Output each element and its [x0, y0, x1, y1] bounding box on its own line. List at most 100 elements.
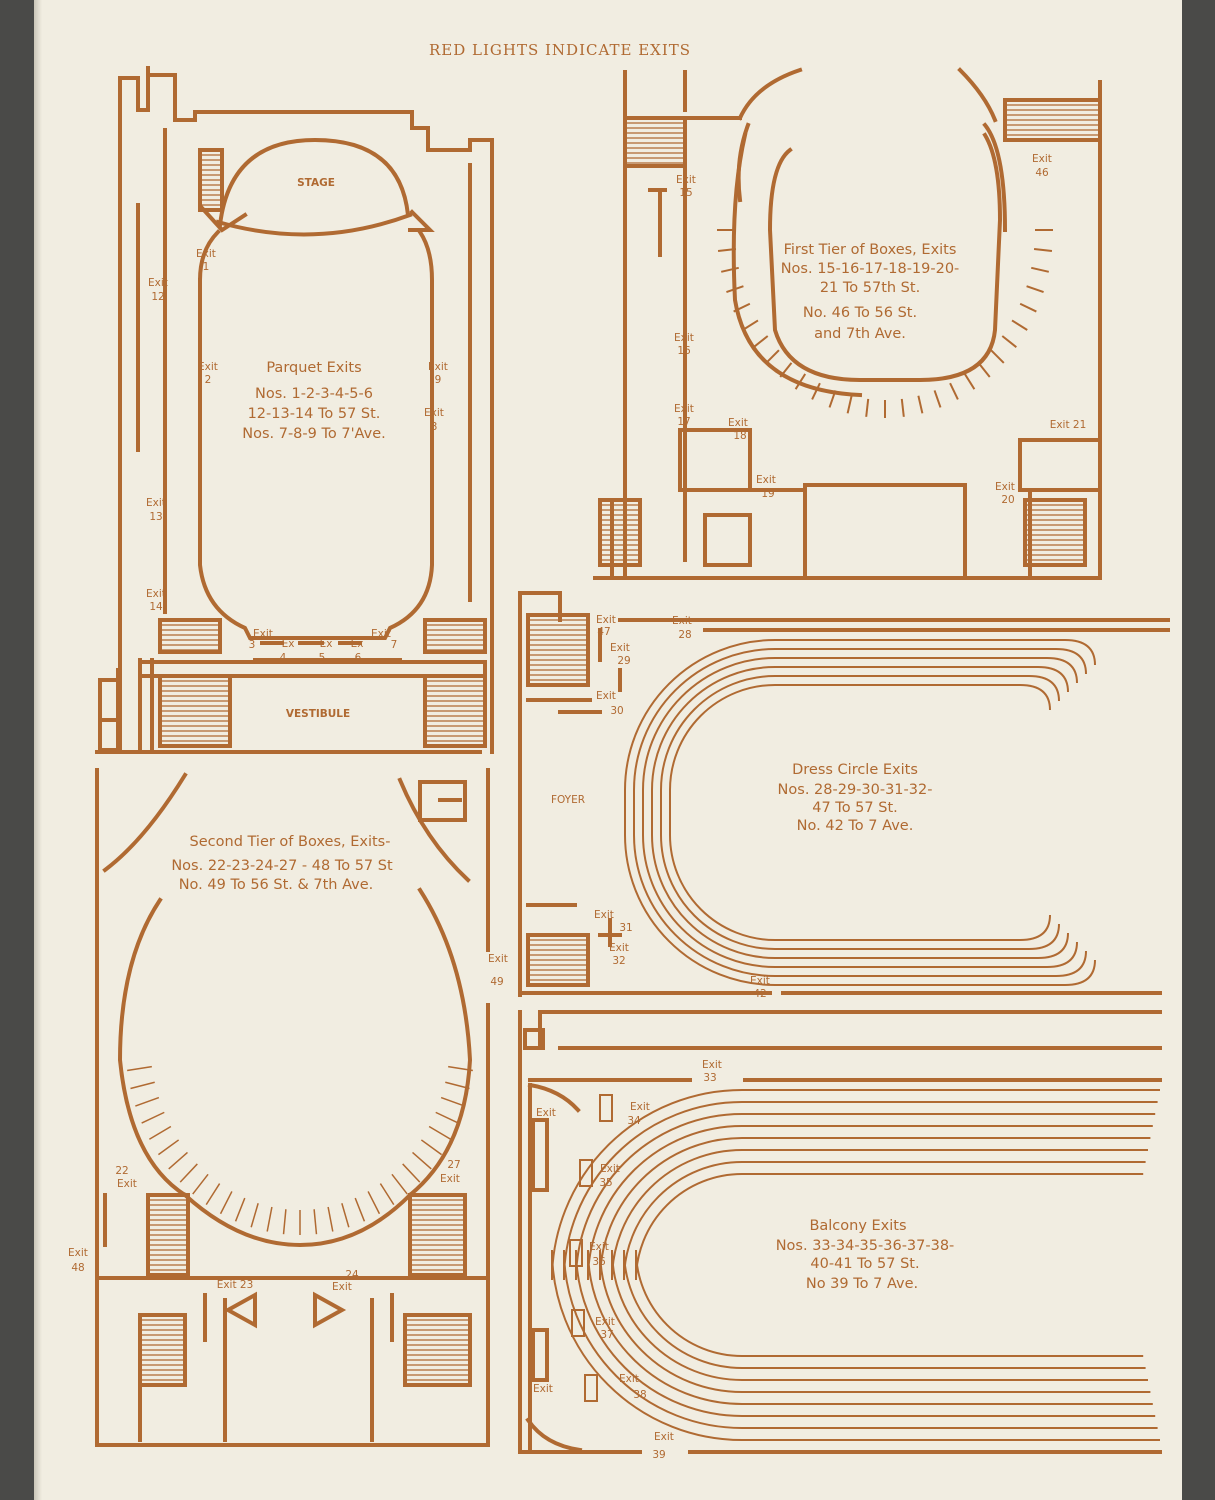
- second-tier-labels: Second Tier of Boxes, Exits- Nos. 22-23-…: [68, 834, 508, 1293]
- exit-31-number: 31: [619, 922, 632, 934]
- exit-34-number: 34: [627, 1115, 641, 1127]
- second-tier-line3: No. 49 To 56 St. & 7th Ave.: [179, 877, 374, 893]
- exit-35-number: 35: [599, 1177, 612, 1189]
- exit-42-number: 42: [753, 988, 766, 1000]
- second-tier-box-divider: [435, 1111, 459, 1124]
- dress-circle-row: [642, 657, 1078, 968]
- exit-36-label: Exit: [589, 1241, 609, 1253]
- second-tier-box-divider: [440, 1096, 465, 1107]
- dress-circle-line4: No. 42 To 7 Ave.: [797, 818, 914, 834]
- exit-5-label: Ex: [320, 638, 333, 650]
- first-tier-box-divider: [917, 395, 924, 414]
- exit-20-number: 20: [1001, 494, 1014, 506]
- exit-18-label: Exit: [728, 417, 748, 429]
- parquet-line2: 12-13-14 To 57 St.: [248, 406, 381, 422]
- first-tier-box-divider: [900, 398, 905, 417]
- exit-46-label: Exit: [1032, 153, 1052, 165]
- first-tier-box-divider: [794, 373, 807, 390]
- balcony-line4: No 39 To 7 Ave.: [806, 1276, 918, 1292]
- first-tier-box-divider: [726, 285, 744, 294]
- exit-17-label: Exit: [674, 403, 694, 415]
- second-tier-box-divider: [412, 1151, 432, 1170]
- balcony-row: [599, 1137, 1151, 1393]
- parquet-line1: Nos. 1-2-3-4-5-6: [255, 386, 373, 402]
- first-tier-line5: and 7th Ave.: [814, 326, 906, 342]
- exit-2-number: 2: [205, 374, 212, 386]
- first-tier-box-divider: [720, 266, 739, 273]
- exit-29-label: Exit: [610, 642, 630, 654]
- exit-39-number: 39: [652, 1449, 665, 1461]
- parquet-labels: STAGE VESTIBULE Parquet Exits Nos. 1-2-3…: [146, 177, 448, 720]
- second-tier-box-divider: [205, 1183, 221, 1206]
- dress-circle-row-end: [1037, 666, 1069, 693]
- exit-14-label: Exit: [146, 588, 166, 600]
- exit-49-number: 49: [490, 976, 503, 988]
- second-tier-box-divider: [420, 1139, 443, 1156]
- exit-46-number: 46: [1035, 167, 1049, 179]
- second-tier-box-divider: [402, 1163, 421, 1183]
- parquet-title: Parquet Exits: [266, 360, 361, 376]
- second-tier-box-divider: [448, 1065, 473, 1072]
- exit-1-number: 1: [203, 261, 210, 273]
- first-tier-box-divider: [1026, 285, 1044, 294]
- dress-circle-row: [624, 639, 1096, 986]
- balcony-row: [611, 1149, 1148, 1381]
- balcony-row: [623, 1161, 1146, 1369]
- first-tier-box-divider: [1031, 266, 1050, 273]
- exit-20-label: Exit: [995, 481, 1015, 493]
- exit-3-label: Exit: [253, 628, 273, 640]
- second-tier-box-divider: [130, 1081, 155, 1090]
- seating-and-stairs-marks: [127, 104, 1160, 1441]
- second-tier-box-divider: [445, 1081, 470, 1090]
- exit-42-label: Exit: [750, 975, 770, 987]
- first-tier-box-divider: [963, 373, 976, 390]
- exit-7-number: 7: [391, 639, 398, 651]
- first-tier-box-divider: [717, 248, 737, 253]
- exit-33-number: 33: [703, 1072, 716, 1084]
- dress-circle-row: [633, 648, 1087, 977]
- first-tier-box-divider: [846, 395, 853, 414]
- second-tier-box-divider: [148, 1125, 172, 1140]
- stage-label: STAGE: [297, 177, 335, 189]
- exit-unnumbered-upper: Exit: [536, 1107, 556, 1119]
- first-tier-box-divider: [865, 398, 870, 417]
- exit-15-number: 15: [679, 187, 692, 199]
- exit-39-label: Exit: [654, 1431, 674, 1443]
- second-tier-line2: Nos. 22-23-24-27 - 48 To 57 St: [171, 858, 393, 874]
- exit-12-number: 12: [151, 291, 164, 303]
- exit-24-number: 24: [345, 1269, 359, 1281]
- exit-6-number: 6: [355, 652, 362, 664]
- balcony-box: [599, 1094, 613, 1122]
- exit-49-label: Exit: [488, 953, 508, 965]
- exit-22-number: 22: [115, 1165, 128, 1177]
- first-tier-box-divider: [733, 302, 751, 313]
- first-tier-box-divider: [753, 335, 769, 348]
- exit-16-label: Exit: [674, 332, 694, 344]
- dress-circle-line1: Dress Circle Exits: [792, 762, 918, 778]
- balcony-row: [563, 1101, 1158, 1429]
- exit-6-label: Ex: [351, 638, 364, 650]
- second-tier-line1: Second Tier of Boxes, Exits-: [190, 834, 391, 850]
- exit-35-label: Exit: [600, 1163, 620, 1175]
- first-tier-box-divider: [765, 349, 780, 364]
- exit-1-label: Exit: [196, 248, 216, 260]
- balcony-row: [551, 1089, 1160, 1441]
- dress-circle-row-end: [1064, 639, 1096, 666]
- second-tier-box-divider: [428, 1125, 452, 1140]
- exit-17-number: 17: [677, 416, 690, 428]
- dress-circle-row-end: [1055, 648, 1087, 675]
- exit-37-label: Exit: [595, 1316, 615, 1328]
- first-tier-plan: [593, 67, 1102, 580]
- balcony-labels: Balcony Exits Nos. 33-34-35-36-37-38- 40…: [533, 1059, 954, 1461]
- second-tier-box-divider: [367, 1191, 381, 1215]
- first-tier-line2: Nos. 15-16-17-18-19-20-: [781, 261, 960, 277]
- second-tier-box-divider: [141, 1111, 165, 1124]
- second-tier-box-divider: [282, 1209, 287, 1235]
- exit-24-label: Exit: [332, 1281, 352, 1293]
- exit-3-number: 3: [249, 639, 256, 651]
- exit-8-label: Exit: [424, 407, 444, 419]
- first-tier-box-divider: [990, 349, 1005, 364]
- parquet-line3: Nos. 7-8-9 To 7'Ave.: [242, 426, 386, 442]
- exit-31-label: Exit: [594, 909, 614, 921]
